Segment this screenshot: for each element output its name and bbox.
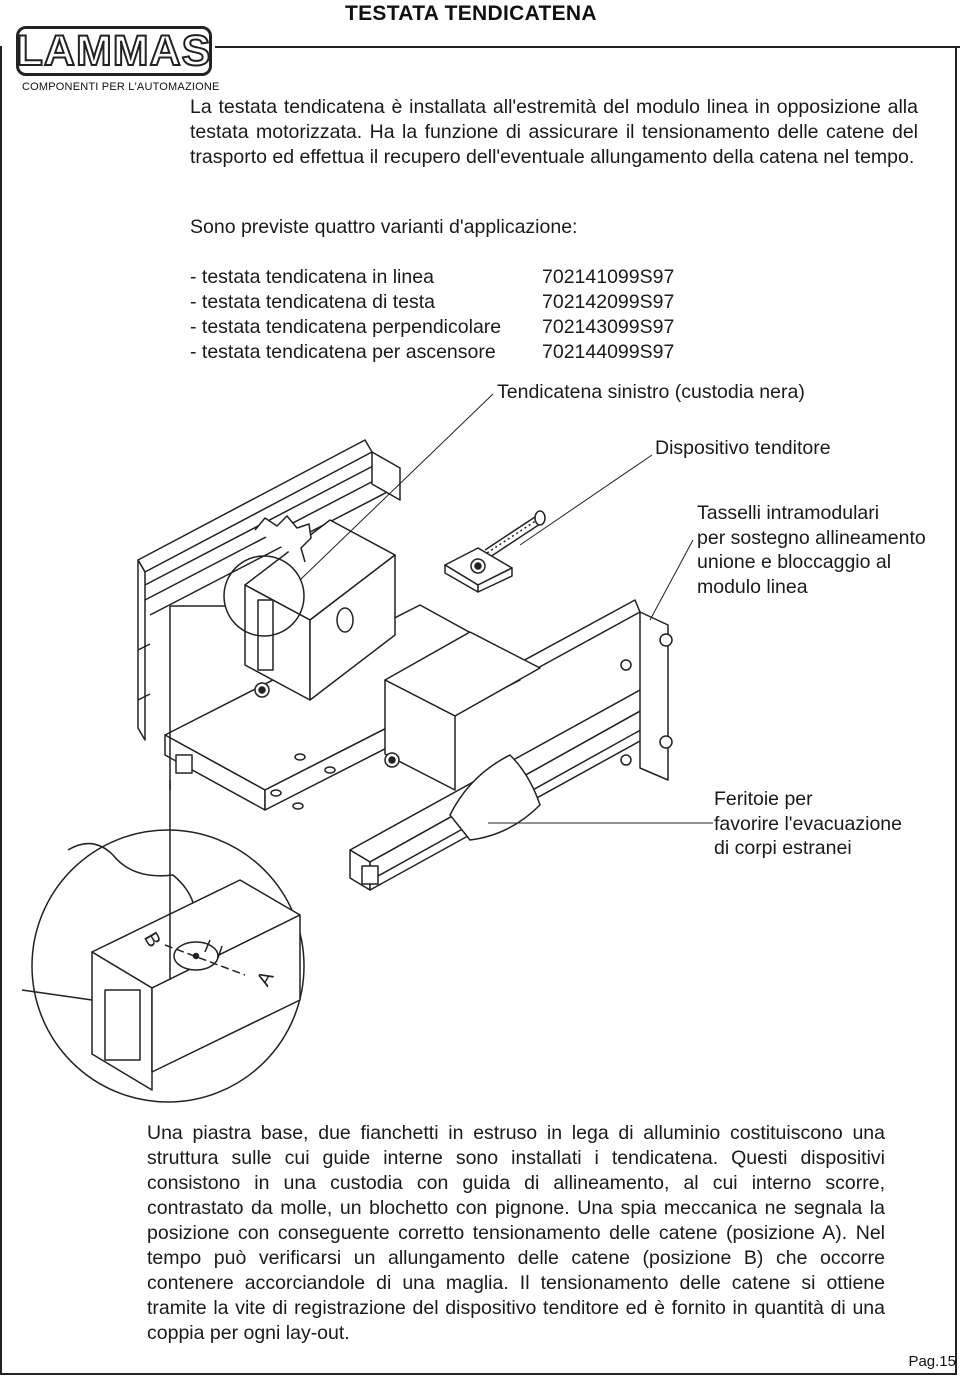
variant-name: - testata tendicatena perpendicolare [190, 316, 502, 338]
variants-intro: Sono previste quattro varianti d'applica… [190, 216, 578, 238]
callout-leaders [299, 393, 713, 824]
variant-item: - testata tendicatena in linea 702141099… [190, 265, 712, 290]
callout-slots-line: per sostegno allineamento [697, 526, 926, 549]
leader-slots [649, 539, 694, 621]
variant-name: - testata tendicatena di testa [190, 291, 435, 313]
title-divider [215, 46, 960, 48]
variant-item: - testata tendicatena perpendicolare 702… [190, 315, 712, 340]
callout-tension-device: Dispositivo tenditore [655, 437, 831, 459]
callout-left-tensioner: Tendicatena sinistro (custodia nera) [497, 381, 805, 403]
callout-vents-line: favorire l'evacuazione [714, 812, 902, 835]
callout-slots-line: modulo linea [697, 575, 808, 598]
variant-code: 702141099S97 [542, 266, 675, 288]
variants-list: - testata tendicatena in linea 702141099… [190, 265, 712, 365]
callout-vents: Feritoie per favorire l'evacuazione di c… [714, 787, 902, 861]
variant-item: - testata tendicatena di testa 702142099… [190, 290, 712, 315]
variant-name: - testata tendicatena per ascensore [190, 341, 496, 363]
detail-magnifier [21, 605, 305, 1103]
logo-text: LAMMAS [16, 26, 212, 75]
leader-left-tensioner [299, 393, 494, 581]
variant-code: 702143099S97 [542, 316, 675, 338]
variant-item: - testata tendicatena per ascensore 7021… [190, 340, 712, 365]
callout-vents-line: di corpi estranei [714, 837, 852, 859]
right-tensioner-block [384, 631, 541, 841]
callout-slots-line: Tasselli intramodulari [697, 502, 880, 524]
callout-slots: Tasselli intramodulari per sostegno alli… [697, 501, 926, 599]
logo-subtitle: COMPONENTI PER L'AUTOMAZIONE [22, 81, 220, 93]
company-logo: LAMMAS [16, 26, 212, 76]
variant-code: 702144099S97 [542, 341, 675, 363]
page-frame [0, 46, 957, 1375]
callout-vents-line: Feritoie per [714, 788, 813, 810]
variant-name: - testata tendicatena in linea [190, 266, 434, 288]
leader-tension-device [519, 454, 653, 546]
adjustment-screw [444, 510, 546, 593]
intro-paragraph: La testata tendicatena è installata all'… [190, 96, 918, 168]
callout-slots-line: unione e bloccaggio al [697, 551, 892, 573]
page-number: Pag.15 [908, 1353, 956, 1370]
left-tensioner-block [223, 515, 396, 701]
description-paragraph: Una piastra base, due fianchetti in estr… [147, 1122, 885, 1344]
variant-code: 702142099S97 [542, 291, 675, 313]
page-title: TESTATA TENDICATENA [345, 2, 597, 25]
left-extrusion-rail [137, 439, 401, 741]
